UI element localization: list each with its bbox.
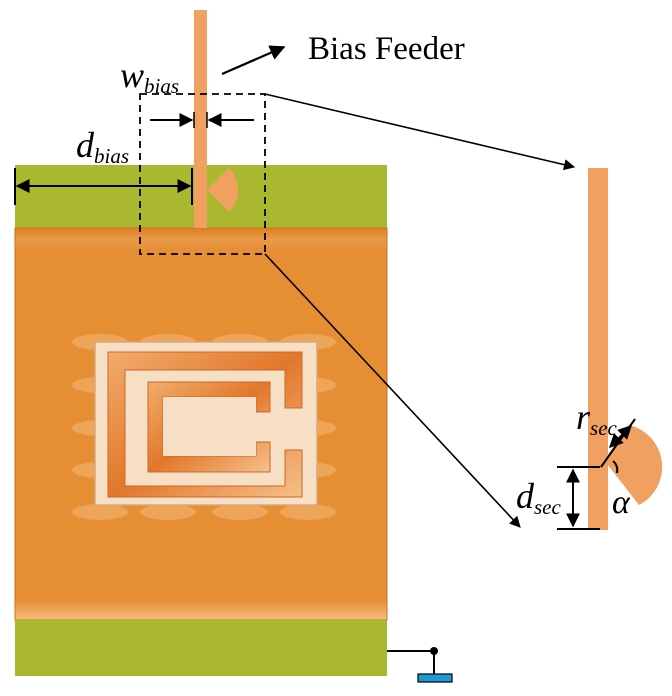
radial-stub — [207, 168, 239, 212]
alpha-arc — [612, 460, 619, 474]
zoom-box — [139, 93, 266, 255]
alpha-label: α — [612, 484, 630, 521]
d-sec-label: dsec — [516, 476, 561, 519]
bias-feed-line — [194, 10, 207, 228]
outer-split-ring — [107, 351, 303, 498]
ground-node — [430, 647, 438, 655]
bottom-green-band — [15, 620, 387, 676]
r-sec-label: rsec — [576, 397, 617, 440]
d-bias-label: dbias — [76, 125, 130, 168]
ground-symbol — [417, 673, 453, 683]
w-bias-label: wbias — [120, 55, 180, 98]
zoomed-feed-line — [588, 168, 608, 530]
bias-feeder-label: Bias Feeder — [308, 31, 465, 67]
